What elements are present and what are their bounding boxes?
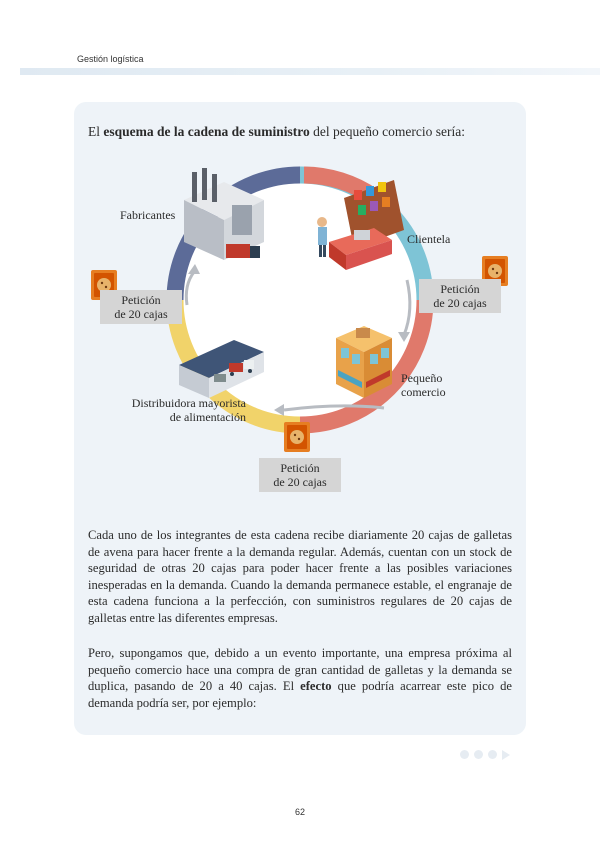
dot-icon [460,750,469,759]
request-line: Petición [121,293,161,307]
node-label-line: de alimentación [169,410,246,424]
arrow-bottom-head [274,404,284,416]
supply-chain-diagram: Fabricantes Clientela Pequeño comercio D… [74,160,526,510]
header-rule [20,68,600,75]
request-line: Petición [280,461,320,475]
intro-bold: esquema de la cadena de suministro [103,124,310,139]
request-line: de 20 cajas [273,475,327,489]
node-label-clientela: Clientela [407,232,451,246]
node-label-line: Pequeño [401,371,443,385]
request-box-right: Petición de 20 cajas [419,279,501,313]
request-line: de 20 cajas [114,307,168,321]
intro-sentence: El esquema de la cadena de suministro de… [88,124,465,140]
request-box-bottom: Petición de 20 cajas [259,458,341,492]
factory-illustration [184,168,264,260]
intro-post: del pequeño comercio sería: [309,124,465,139]
paragraph-2-bold: efecto [300,679,332,693]
arrow-left-head [188,264,200,274]
paragraph-2-pre: Pero, supongamos que, debido a un evento… [88,646,512,693]
node-label-fabricantes: Fabricantes [120,208,176,222]
node-label-line: comercio [401,385,446,399]
paragraph-2: Pero, supongamos que, debido a un evento… [88,645,512,711]
clientele-illustration [317,180,404,270]
arrow-bottom [283,404,385,412]
dot-icon [488,750,497,759]
cookie-box-icon [284,422,310,452]
paragraph-2-post: que podría acarrear este pico de demanda… [88,679,512,710]
page-number: 62 [294,807,305,817]
node-label-line: Distribuidora mayorista [131,396,246,410]
small-shop-illustration [336,326,392,398]
arrow-left [184,271,196,306]
ring-segment-red [299,299,434,434]
request-line: de 20 cajas [433,296,487,310]
request-box-left: Petición de 20 cajas [100,290,182,324]
node-label-pequeno-comercio: Pequeño comercio [401,371,446,399]
warehouse-illustration [179,340,264,398]
intro-pre: El [88,124,104,139]
cookie-box-icon [482,256,508,286]
dot-icon [474,750,483,759]
flow-arrows [184,264,412,416]
running-header: Gestión logística [77,54,144,64]
request-line: Petición [440,282,480,296]
paragraph-1: Cada uno de los integrantes de esta cade… [88,528,512,625]
node-label-distribuidora: Distribuidora mayorista de alimentación [102,396,246,424]
arrow-right [402,279,412,336]
chevron-right-icon [502,750,510,760]
diagram-graphics [91,166,508,452]
arrow-right-head [398,332,410,342]
